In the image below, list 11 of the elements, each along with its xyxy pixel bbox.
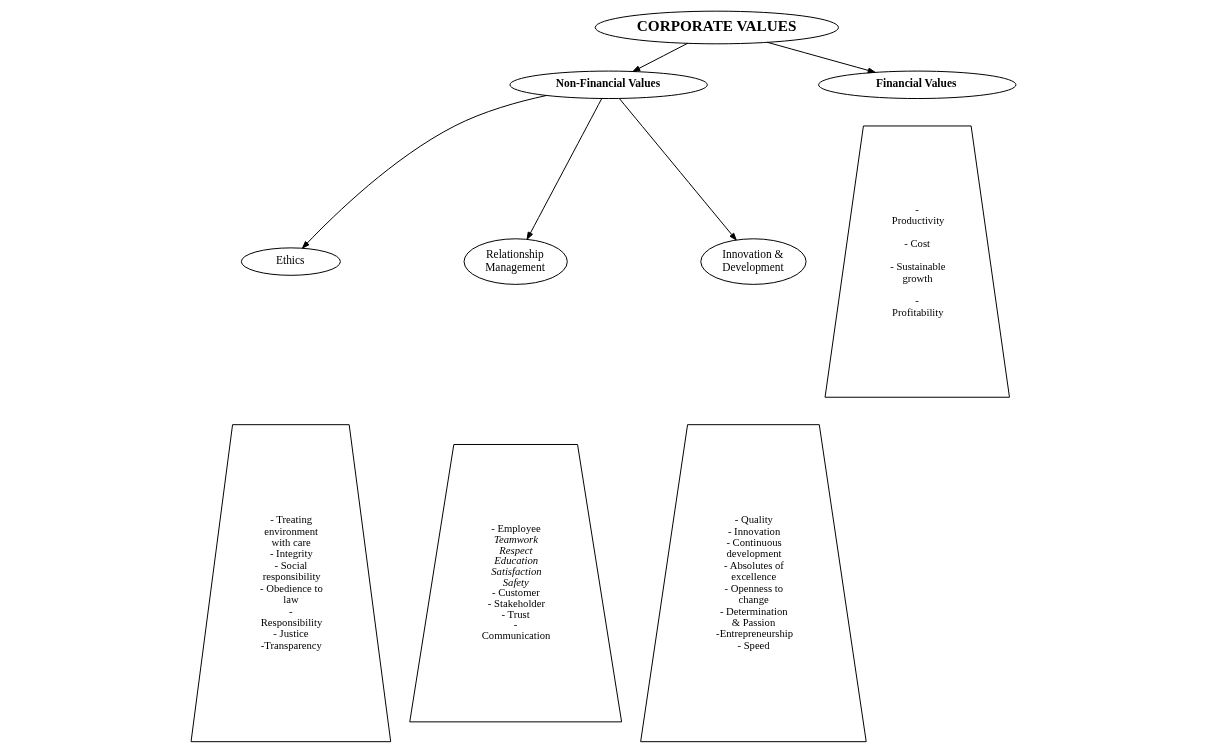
- arrow: [526, 98, 602, 240]
- node-ellipse: Innovation & Development: [699, 238, 807, 285]
- arrow: [631, 42, 688, 72]
- arrow: [618, 97, 737, 241]
- arrow: [301, 95, 547, 249]
- node-ellipse: Financial Values: [817, 70, 1016, 99]
- node-ellipse: Relationship Management: [463, 238, 568, 285]
- node-ellipse: Ethics: [240, 247, 341, 276]
- arrow: [766, 41, 876, 74]
- node-ellipse: CORPORATE VALUES: [594, 10, 839, 45]
- node-ellipse: Non-Financial Values: [508, 70, 708, 99]
